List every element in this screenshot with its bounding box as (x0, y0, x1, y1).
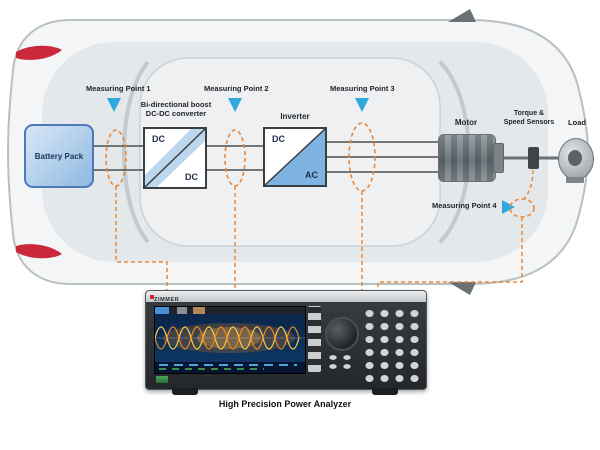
dcdc-diagonal (145, 129, 205, 187)
battery-pack: Battery Pack (24, 124, 94, 188)
analyzer-brand: ZIMMER (154, 297, 180, 303)
measuring-point-2-marker (228, 98, 242, 112)
measuring-point-3-marker (355, 98, 369, 112)
brand-logo-icon (150, 295, 154, 299)
side-mirror-top (448, 9, 476, 22)
inverter-diagonal (265, 129, 325, 185)
inverter-input-label: DC (272, 134, 285, 144)
battery-pack-label: Battery Pack (34, 151, 84, 161)
dashed-connection-4a (523, 169, 534, 200)
inverter-box: DC AC (263, 127, 327, 187)
analyzer-power-button (156, 376, 168, 383)
analyzer-foot-left (172, 388, 198, 395)
load-label: Load (568, 118, 586, 127)
dashed-connection-1 (115, 186, 168, 291)
analyzer-knob-buttons (326, 353, 354, 371)
analyzer-keypad (360, 306, 420, 382)
motor-label: Motor (454, 118, 478, 127)
measuring-point-1-label: Measuring Point 1 (86, 84, 151, 93)
analyzer-foot-right (372, 388, 398, 395)
torque-speed-sensor-label: Torque & Speed Sensors (503, 110, 555, 126)
screen-status-bar (155, 362, 305, 373)
load-base (566, 177, 584, 183)
dashed-connections (115, 169, 534, 291)
dcdc-converter-title: Bi-directional boost DC-DC converter (140, 100, 212, 119)
inverter-output-label: AC (305, 170, 318, 180)
measuring-point-4-label: Measuring Point 4 (432, 201, 497, 210)
measuring-point-1-marker (107, 98, 121, 112)
tail-light-top (16, 45, 62, 60)
load-flywheel (558, 138, 594, 180)
motor (438, 134, 496, 182)
analyzer-top-strip: ZIMMER (146, 291, 426, 303)
dcdc-output-label: DC (185, 172, 198, 182)
analyzer-screen (154, 306, 306, 374)
inverter-title: Inverter (280, 112, 310, 121)
dcdc-input-label: DC (152, 134, 165, 144)
screen-menu-bar (155, 307, 305, 314)
waveform-display (155, 323, 305, 353)
torque-speed-sensor (528, 147, 539, 169)
analyzer-rotary-knob (325, 317, 359, 351)
rear-window-line (122, 60, 150, 244)
dcdc-converter-box: DC DC (143, 127, 207, 189)
side-mirror-bottom (448, 282, 476, 295)
dashed-connection-4b (377, 217, 523, 291)
power-analyzer: ZIMMER (145, 290, 427, 390)
measuring-point-2-label: Measuring Point 2 (204, 84, 269, 93)
motor-end-cap (493, 143, 504, 173)
measuring-point-4-marker (502, 200, 515, 214)
measuring-point-3-label: Measuring Point 3 (330, 84, 395, 93)
analyzer-softkeys (308, 306, 321, 372)
load-hub (568, 150, 582, 166)
power-cables (90, 141, 438, 173)
analyzer-caption: High Precision Power Analyzer (218, 399, 352, 409)
tail-light-bottom (16, 244, 62, 259)
